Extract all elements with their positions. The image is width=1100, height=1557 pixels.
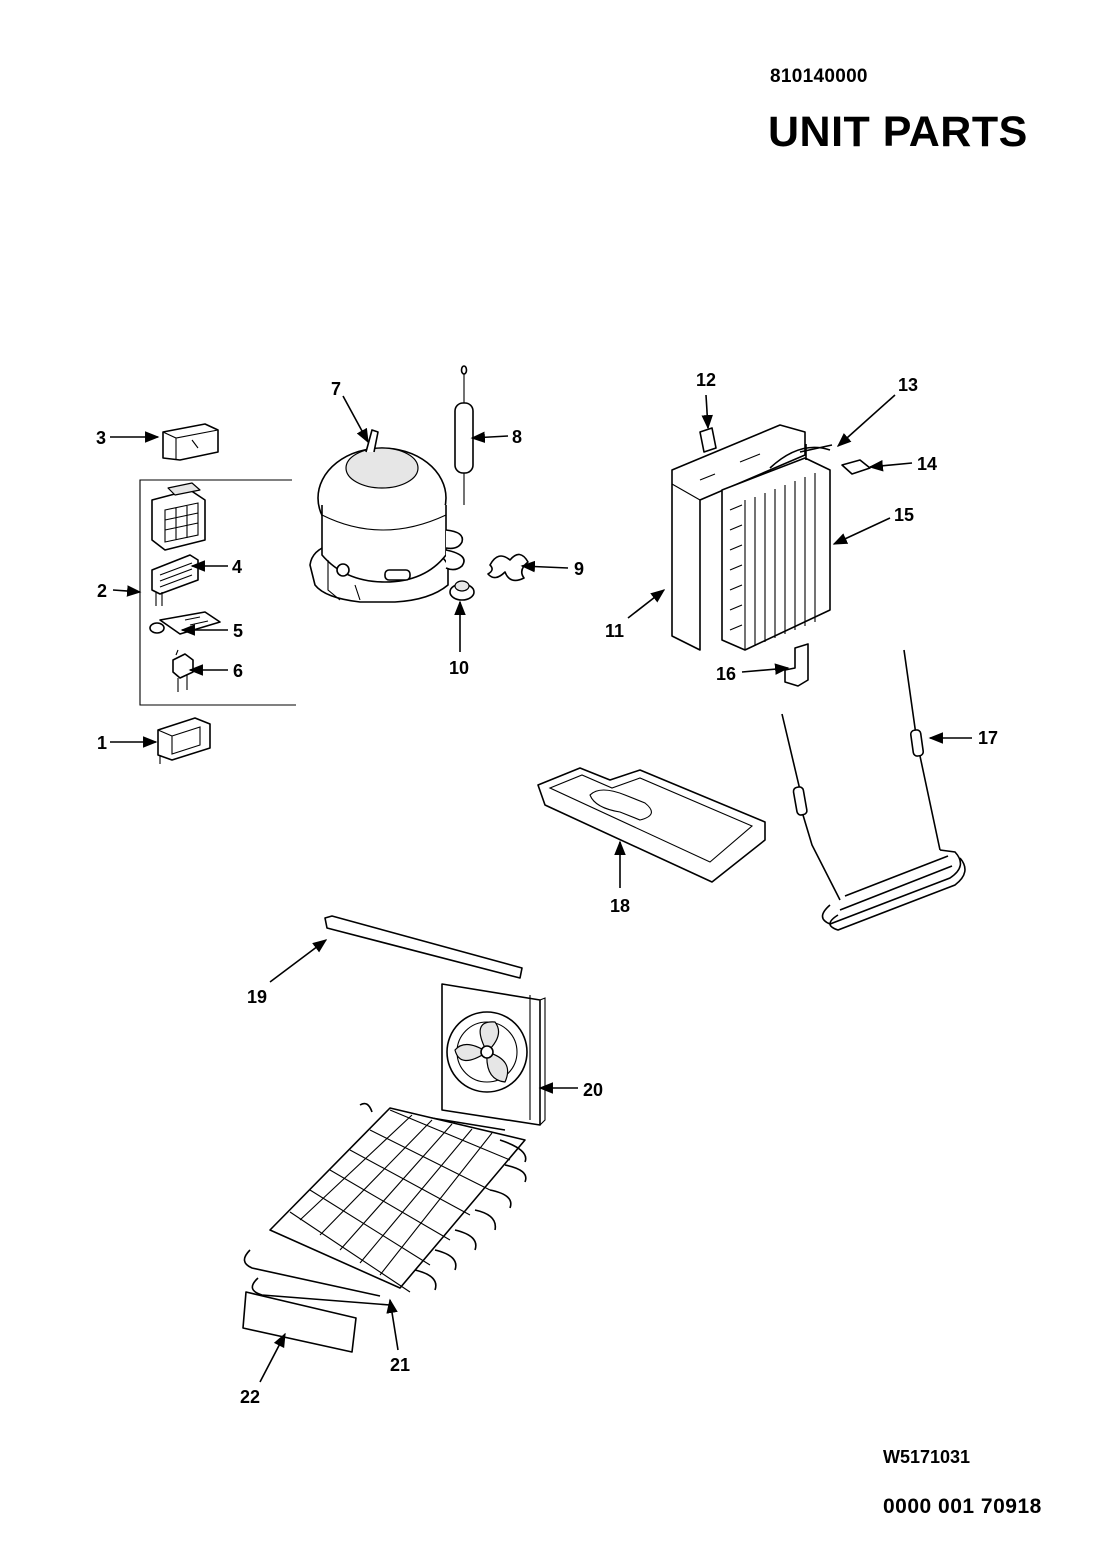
document-code: W5171031 xyxy=(883,1447,971,1467)
callout-14: 14 xyxy=(917,454,937,474)
callout-12: 12 xyxy=(696,370,716,390)
callout-17: 17 xyxy=(978,728,998,748)
part-16-bracket xyxy=(784,643,809,687)
callout-6: 6 xyxy=(233,661,243,681)
callout-4: 4 xyxy=(232,557,242,577)
leader-lines xyxy=(110,394,972,1383)
part-5-overload xyxy=(149,611,221,635)
part-4-relay xyxy=(151,554,199,606)
part-18-drain-tray xyxy=(537,767,766,883)
callout-13: 13 xyxy=(898,375,918,395)
part-6-clip xyxy=(172,649,194,692)
callout-3: 3 xyxy=(96,428,106,448)
part-19-strip xyxy=(324,915,523,979)
part-12-clip xyxy=(699,427,717,453)
callout-9: 9 xyxy=(574,559,584,579)
part-1-terminal-cover xyxy=(157,717,211,764)
callout-7: 7 xyxy=(331,379,341,399)
document-serial: 0000 001 70918 xyxy=(883,1495,1042,1518)
callout-5: 5 xyxy=(233,621,243,641)
part-10-bushing xyxy=(449,580,475,601)
part-20-condenser-fan xyxy=(441,983,546,1126)
part-9-grommet xyxy=(487,553,529,582)
callout-11: 11 xyxy=(605,621,624,641)
callout-21: 21 xyxy=(390,1355,410,1375)
callout-16: 16 xyxy=(716,664,736,684)
callout-1: 1 xyxy=(97,733,107,753)
part-21-condenser-coil xyxy=(243,1102,527,1306)
callout-18: 18 xyxy=(610,896,630,916)
callout-19: 19 xyxy=(247,987,267,1007)
part-15-evaporator-coil xyxy=(721,446,831,651)
part-number: 810140000 xyxy=(770,66,868,87)
part-7-compressor xyxy=(309,429,465,603)
callout-2: 2 xyxy=(97,581,107,601)
callout-22: 22 xyxy=(240,1387,260,1407)
callout-labels: 1 2 3 4 5 6 7 8 9 10 11 12 13 14 15 16 1… xyxy=(96,370,998,1407)
page-title: UNIT PARTS xyxy=(768,108,1028,156)
callout-10: 10 xyxy=(449,658,469,678)
callout-8: 8 xyxy=(512,427,522,447)
part-13-tube xyxy=(799,444,833,460)
callout-20: 20 xyxy=(583,1080,603,1100)
part-3-relay-cover xyxy=(162,423,219,461)
part-17-defrost-heater xyxy=(781,649,966,931)
callout-15: 15 xyxy=(894,505,914,525)
part-14-clip xyxy=(841,459,871,475)
part-8-drier xyxy=(454,365,474,505)
part-relay-block xyxy=(151,482,206,551)
part-22-label xyxy=(242,1291,357,1353)
